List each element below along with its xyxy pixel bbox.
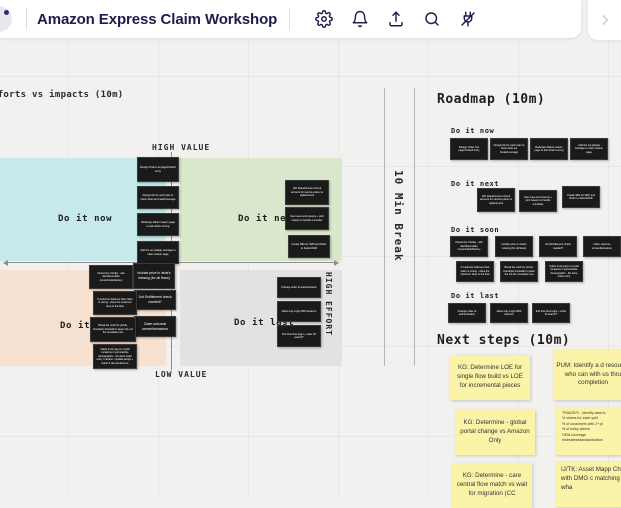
chevron-right-icon — [598, 13, 612, 27]
search-icon[interactable] — [422, 9, 442, 29]
roadmap-header-soon: Do it soon — [451, 226, 499, 234]
roadmap-header-now: Do it now — [451, 127, 494, 135]
sticky-note[interactable]: Include price in what's missing (for all… — [495, 236, 533, 257]
sticky-note[interactable]: API abandonment check account for servic… — [477, 188, 515, 212]
sticky-note[interactable]: If customer believes their claim is wron… — [93, 291, 137, 315]
sticky-note[interactable]: 2nd Entitlement check needed? — [539, 236, 577, 257]
sticky-note[interactable]: Design tile for each plan to show what w… — [137, 186, 179, 209]
sticky-note[interactable]: User save and resume + pick reason to ha… — [285, 207, 329, 230]
sticky-note[interactable]: KG: Determine - care central flow match … — [452, 463, 532, 508]
sticky-note[interactable]: Cable truck pays to credit locations in … — [93, 344, 137, 369]
sticky-note[interactable]: KG: Determine - global portal change vs … — [455, 410, 535, 455]
roadmap-title: Roadmap (10m) — [437, 92, 545, 107]
roadmap-header-last: Do it last — [451, 292, 499, 300]
break-divider-left — [384, 88, 385, 366]
sticky-note[interactable]: Add the out pledge verbiage to claim rea… — [137, 241, 179, 264]
sticky-note[interactable]: Create SBs for SRP and Refer to Select/A… — [562, 186, 600, 208]
sticky-note[interactable]: first time flow login + order ID search? — [277, 325, 321, 347]
sticky-note[interactable]: Determine if bulky - ask disc/flammable … — [89, 265, 133, 289]
next-steps-title: Next steps (10m) — [437, 333, 570, 348]
sticky-note[interactable]: Include price in what's missing (for all… — [133, 263, 175, 289]
sticky-note[interactable]: Design Order List page/Order# entry — [450, 138, 488, 160]
board-title[interactable]: Amazon Express Claim Workshop — [37, 11, 277, 28]
sticky-note[interactable]: User save and resume + pick reason to ha… — [519, 190, 557, 212]
sticky-note[interactable]: IJ/TK: Asset Mapp Check with DMG c match… — [556, 462, 621, 507]
matrix-title: fforts vs impacts (10m) — [0, 90, 124, 100]
roadmap-header-next: Do it next — [451, 180, 499, 188]
gear-icon[interactable] — [314, 9, 334, 29]
axis-label-high-value: HIGH VALUE — [152, 143, 210, 152]
header-divider-2 — [289, 8, 290, 30]
header-toolbar — [314, 9, 478, 29]
app-header: Amazon Express Claim Workshop — [0, 0, 581, 38]
sticky-note[interactable]: If customer believes their claim is wron… — [456, 261, 494, 282]
sticky-note[interactable]: Design Order List page/Order# entry — [137, 157, 179, 182]
upload-icon[interactable] — [386, 9, 406, 29]
sticky-note[interactable]: Allow only Login With Amazon — [277, 301, 321, 322]
sticky-note[interactable]: Redesign failure reason page to ask what… — [137, 213, 179, 236]
sticky-note[interactable]: Break tier work for pickle, brand/per-fo… — [90, 317, 136, 342]
right-panel-toggle[interactable] — [588, 0, 621, 40]
sticky-note[interactable]: Claim outcome screen/behaviors — [134, 316, 176, 337]
sticky-note[interactable]: PUM: Identify a d resource who can with … — [553, 350, 621, 400]
sticky-note[interactable]: Allow only Login With Amazon — [490, 303, 528, 323]
axis-label-high-effort: HIGH EFFORT — [324, 272, 333, 336]
sticky-note[interactable]: Change order of authentication — [448, 303, 486, 323]
sticky-note[interactable]: Design tile for each plan to show what w… — [490, 138, 528, 160]
sticky-note[interactable]: Add the out pledge verbiage to claim rea… — [570, 138, 608, 160]
sticky-note[interactable]: Change order of authentication — [277, 277, 321, 298]
sticky-note[interactable]: Break tier work for pickle, brand/per-fo… — [500, 261, 538, 282]
sticky-note[interactable]: Determine if bulky - ask disc/flammable … — [450, 236, 488, 257]
quadrant-label-now: Do it now — [58, 214, 112, 224]
sticky-note[interactable]: first time flow login + order ID search? — [532, 303, 570, 323]
break-divider-right — [414, 88, 415, 366]
sticky-note[interactable]: TRIAGE/S - Identify data fo % claims for… — [556, 407, 621, 455]
sticky-note[interactable]: KG: Determine LOE for single flow build … — [450, 355, 530, 400]
sticky-note[interactable]: API abandonment check account for servic… — [285, 180, 329, 205]
sticky-note[interactable]: 2nd Entitlement check needed? — [134, 290, 176, 310]
axis-label-low-value: LOW VALUE — [155, 370, 207, 379]
header-divider — [26, 8, 27, 30]
app-logo[interactable] — [0, 0, 24, 38]
sticky-note[interactable]: Claim outcome screen/behaviors — [583, 236, 621, 257]
bell-icon[interactable] — [350, 9, 370, 29]
sticky-note[interactable]: Redesign failure reason page to ask what… — [530, 138, 568, 160]
sticky-note[interactable]: Create SBs for SRP and Refer to Select/A… — [288, 235, 330, 258]
break-label: 10 Min Break — [392, 170, 405, 261]
sticky-note[interactable]: Cable truck pays to credit locations in … — [545, 261, 583, 282]
plug-icon[interactable] — [458, 9, 478, 29]
